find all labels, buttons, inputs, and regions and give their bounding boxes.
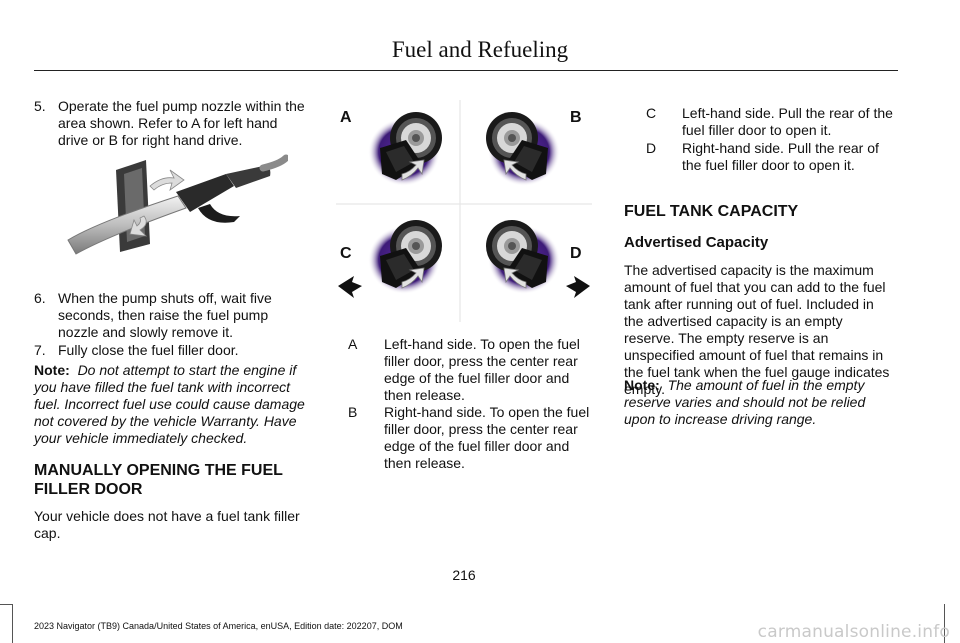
edition-footer: 2023 Navigator (TB9) Canada/United State… — [34, 621, 403, 631]
fuel-nozzle-illustration — [67, 154, 288, 255]
note-empty-reserve: Note: The amount of fuel in the empty re… — [624, 377, 896, 428]
legend-key-a: A — [348, 336, 358, 352]
legend-text-a: Left-hand side. To open the fuel filler … — [384, 336, 580, 403]
legend-text-b: Right-hand side. To open the fuel filler… — [384, 404, 590, 471]
label-d: D — [570, 245, 582, 262]
advertised-capacity-body: The advertised capacity is the maximum a… — [624, 262, 890, 397]
section-heading-fuel-tank-capacity: FUEL TANK CAPACITY — [624, 203, 799, 220]
note-text-right: The amount of fuel in the empty reserve … — [624, 377, 866, 427]
door-c — [367, 219, 443, 295]
fuel-door-diagram-grid: A B C D — [336, 100, 592, 322]
step-6-text: When the pump shuts off, wait five secon… — [58, 290, 272, 340]
press-arrow-c — [338, 276, 362, 298]
step-7: 7. Fully close the fuel filler door. — [34, 342, 306, 360]
page-header-title: Fuel and Refueling — [391, 37, 569, 62]
legend-item-a: A Left-hand side. To open the fuel fille… — [348, 336, 594, 406]
step-5-number: 5. — [34, 98, 46, 114]
header-rule — [34, 70, 898, 71]
section-heading-manual-opening: MANUALLY OPENING THE FUEL FILLER DOOR — [34, 462, 283, 498]
legend-key-d: D — [646, 140, 657, 156]
step-6: 6. When the pump shuts off, wait five se… — [34, 290, 306, 342]
step-5: 5. Operate the fuel pump nozzle within t… — [34, 98, 306, 150]
label-c: C — [340, 245, 352, 262]
note-text: Do not attempt to start the engine if yo… — [34, 362, 305, 446]
press-arrow-d — [566, 276, 590, 298]
note-label-right: Note: — [624, 377, 660, 393]
legend-item-b: B Right-hand side. To open the fuel fill… — [348, 404, 594, 474]
legend-item-d: D Right-hand side. Pull the rear of the … — [646, 140, 896, 176]
step-7-number: 7. — [34, 342, 46, 358]
step-5-text: Operate the fuel pump nozzle within the … — [58, 98, 305, 148]
crop-mark-right — [944, 604, 945, 643]
crop-mark-left — [12, 604, 13, 643]
legend-key-c: C — [646, 105, 657, 121]
manual-opening-body: Your vehicle does not have a fuel tank f… — [34, 508, 300, 541]
legend-key-b: B — [348, 404, 358, 420]
note-incorrect-fuel: Note: Do not attempt to start the engine… — [34, 362, 306, 447]
note-label: Note: — [34, 362, 70, 378]
door-d — [485, 219, 561, 295]
legend-text-d: Right-hand side. Pull the rear of the fu… — [682, 140, 879, 173]
door-b — [485, 111, 561, 187]
legend-text-c: Left-hand side. Pull the rear of the fue… — [682, 105, 893, 138]
subheading-advertised-capacity: Advertised Capacity — [624, 234, 769, 251]
watermark: carmanualsonline.info — [757, 622, 950, 642]
label-a: A — [340, 109, 352, 126]
crop-mark-left-h — [0, 604, 13, 605]
step-7-text: Fully close the fuel filler door. — [58, 342, 239, 358]
door-a — [367, 111, 443, 187]
page-number: 216 — [452, 567, 476, 583]
label-b: B — [570, 109, 582, 126]
legend-item-c: C Left-hand side. Pull the rear of the f… — [646, 105, 896, 141]
step-6-number: 6. — [34, 290, 46, 306]
